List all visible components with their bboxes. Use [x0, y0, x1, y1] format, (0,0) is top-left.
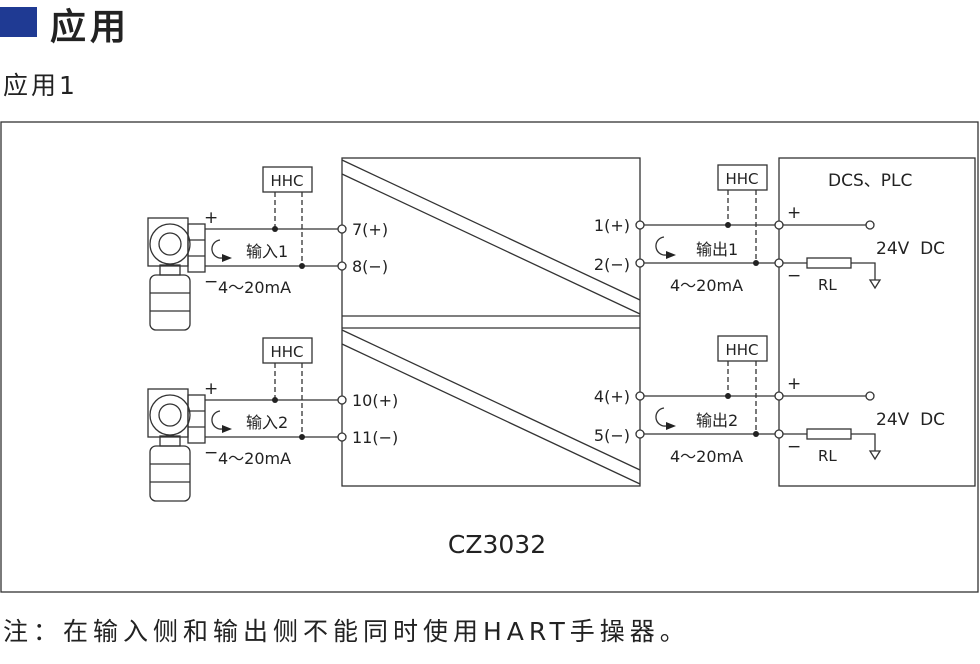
resistor-label: RL	[818, 447, 837, 465]
output-label: 输出2	[696, 411, 738, 430]
section-title: 应用	[50, 7, 131, 48]
terminal	[337, 224, 347, 234]
subsection-title: 应用1	[3, 71, 78, 100]
minus-sign: −	[787, 266, 801, 286]
loop-arrow-icon	[211, 410, 223, 430]
hhc-label: HHC	[725, 170, 758, 188]
input-terminal-pos: 7(+)	[352, 220, 388, 239]
transmitter-icon	[147, 217, 206, 331]
plus-sign: +	[204, 379, 218, 399]
plus-sign: +	[204, 208, 218, 228]
output-terminal-pos: 1(+)	[594, 216, 630, 235]
current-range: 4～20mA	[670, 447, 743, 466]
plus-sign: +	[787, 203, 801, 223]
supply-label: 24V DC	[876, 410, 945, 430]
output-terminal-neg: 2(−)	[594, 255, 630, 274]
load-resistor	[806, 428, 852, 440]
hhc-label: HHC	[270, 343, 303, 361]
input-terminal-pos: 10(+)	[352, 391, 398, 410]
output-label: 输出1	[696, 240, 738, 259]
hhc-label: HHC	[270, 172, 303, 190]
ground-icon	[868, 279, 882, 290]
hhc-box	[262, 166, 313, 193]
footnote: 注：在输入侧和输出侧不能同时使用HART手操器。	[3, 617, 690, 646]
resistor-label: RL	[818, 276, 837, 294]
channel-2: + − 输入2 4～20mA HHC 10(+) 11(−) 4(+) 5(−)…	[147, 335, 945, 502]
minus-sign: −	[204, 443, 218, 463]
channel-1: + − 输入1 4～20mA HHC 7(+) 8(−) 1(+) 2(−) H…	[147, 164, 945, 331]
model-label: CZ3032	[448, 530, 546, 559]
supply-label: 24V DC	[876, 239, 945, 259]
current-range: 4～20mA	[670, 276, 743, 295]
input-terminal-neg: 8(−)	[352, 257, 388, 276]
hhc-box	[717, 335, 768, 362]
minus-sign: −	[787, 437, 801, 457]
host-label: DCS、PLC	[828, 171, 912, 191]
load-resistor	[806, 257, 852, 269]
hhc-box	[717, 164, 768, 191]
input-label: 输入1	[246, 242, 288, 261]
current-range: 4～20mA	[218, 278, 291, 297]
hhc-box	[262, 337, 313, 364]
output-terminal-pos: 4(+)	[594, 387, 630, 406]
isolator-module	[341, 157, 641, 487]
output-terminal-neg: 5(−)	[594, 426, 630, 445]
minus-sign: −	[204, 272, 218, 292]
current-range: 4～20mA	[218, 449, 291, 468]
diagram-frame	[0, 121, 979, 593]
header-accent-square	[0, 7, 37, 37]
plus-sign: +	[787, 374, 801, 394]
input-terminal-neg: 11(−)	[352, 428, 398, 447]
ground-icon	[868, 450, 882, 461]
hhc-label: HHC	[725, 341, 758, 359]
terminal	[337, 261, 347, 271]
terminal	[337, 395, 347, 405]
input-label: 输入2	[246, 413, 288, 432]
transmitter-icon	[147, 388, 206, 502]
loop-arrow-icon	[211, 239, 223, 259]
dcs-plc-box	[778, 157, 976, 487]
terminal	[337, 432, 347, 442]
